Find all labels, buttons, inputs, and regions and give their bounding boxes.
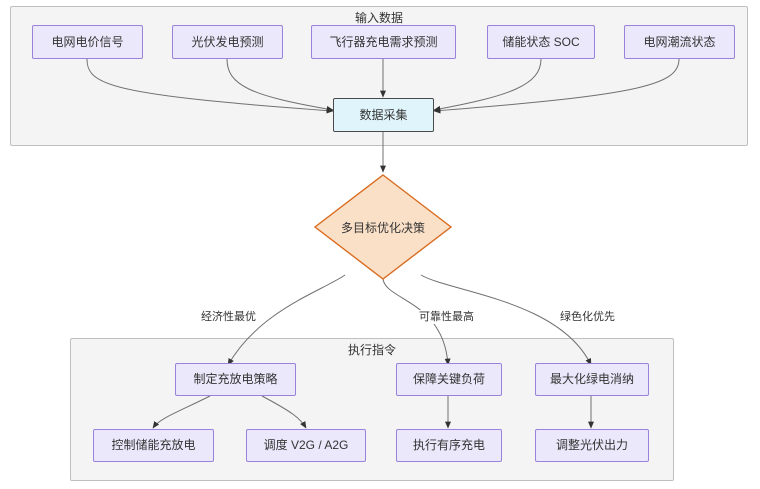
node-grid-powerflow-label: 电网潮流状态 <box>643 34 716 49</box>
node-ordered-charging[interactable]: 执行有序充电 <box>396 429 502 462</box>
node-multi-objective-optimization[interactable]: 多目标优化决策 <box>313 173 453 281</box>
node-control-storage-label: 控制储能充放电 <box>111 438 196 453</box>
node-price-signal-label: 电网电价信号 <box>51 34 124 49</box>
node-storage-soc[interactable]: 储能状态 SOC <box>487 25 595 59</box>
node-control-storage[interactable]: 控制储能充放电 <box>93 429 214 462</box>
node-max-green-consumption[interactable]: 最大化绿电消纳 <box>535 363 649 396</box>
node-adjust-pv-output-label: 调整光伏出力 <box>555 438 628 453</box>
node-price-signal[interactable]: 电网电价信号 <box>32 25 143 59</box>
node-charge-discharge-strategy[interactable]: 制定充放电策略 <box>175 363 296 396</box>
node-critical-load[interactable]: 保障关键负荷 <box>396 363 502 396</box>
diamond-shape <box>313 174 453 280</box>
node-max-green-consumption-label: 最大化绿电消纳 <box>549 372 634 387</box>
edge-label-green-text: 绿色化优先 <box>560 311 615 323</box>
node-adjust-pv-output[interactable]: 调整光伏出力 <box>535 429 649 462</box>
edge-label-green: 绿色化优先 <box>558 310 617 324</box>
node-aircraft-demand[interactable]: 飞行器充电需求预测 <box>311 25 456 59</box>
node-aircraft-demand-label: 飞行器充电需求预测 <box>329 34 438 49</box>
node-data-collection-label: 数据采集 <box>359 107 408 122</box>
cluster-input-data-title: 输入数据 <box>354 11 403 25</box>
node-multi-objective-optimization-label: 多目标优化决策 <box>340 220 425 235</box>
node-storage-soc-label: 储能状态 SOC <box>502 34 580 49</box>
node-data-collection[interactable]: 数据采集 <box>333 98 434 132</box>
node-pv-forecast[interactable]: 光伏发电预测 <box>172 25 283 59</box>
node-ordered-charging-label: 执行有序充电 <box>412 438 485 453</box>
node-charge-discharge-strategy-label: 制定充放电策略 <box>193 372 278 387</box>
edge-label-reliability-text: 可靠性最高 <box>419 311 474 323</box>
cluster-execute-commands-title: 执行指令 <box>347 343 396 357</box>
node-dispatch-v2g-a2g[interactable]: 调度 V2G / A2G <box>246 429 366 462</box>
node-critical-load-label: 保障关键负荷 <box>412 372 485 387</box>
edge-label-economy: 经济性最优 <box>199 310 258 324</box>
edge-label-economy-text: 经济性最优 <box>201 311 256 323</box>
node-dispatch-v2g-a2g-label: 调度 V2G / A2G <box>263 438 349 453</box>
node-grid-powerflow[interactable]: 电网潮流状态 <box>624 25 735 59</box>
edge-label-reliability: 可靠性最高 <box>417 310 476 324</box>
node-pv-forecast-label: 光伏发电预测 <box>191 34 264 49</box>
